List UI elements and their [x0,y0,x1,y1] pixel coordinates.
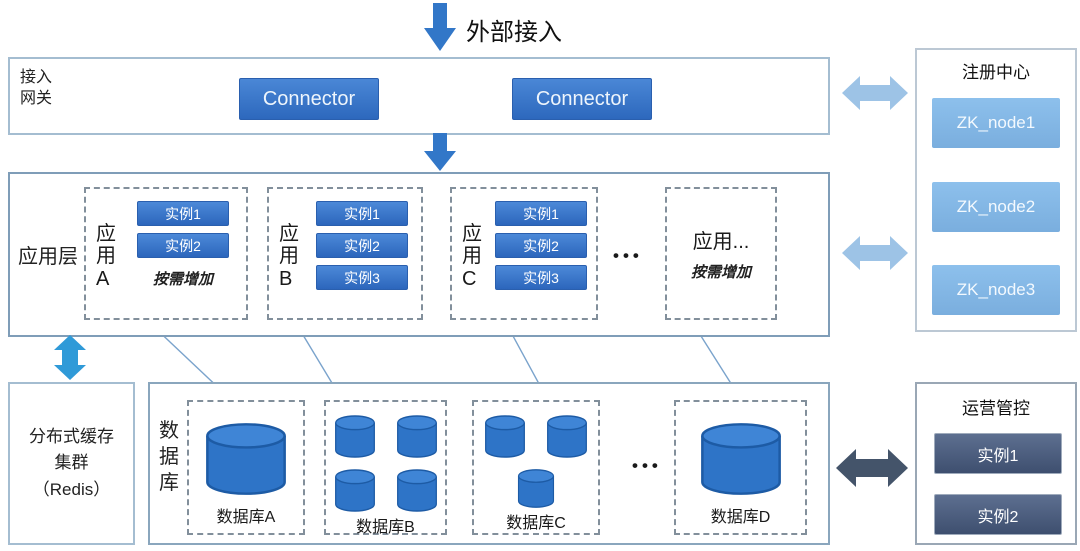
application-layer-box: 应用层 应 用 A 实例1 实例2 按需增加 应 用 B 实例1 实例2 实例3… [8,172,830,337]
database-b-box: 数据库B [324,400,447,536]
app-more-name: 应用... [692,231,750,253]
zk-node-1: ZK_node1 [932,98,1060,148]
app-registry-double-arrow-icon [842,236,908,270]
cache-cluster-label: 分布式缓存 集群 （Redis） [29,426,114,499]
database-cylinder-icon [334,415,375,458]
database-layer-box: 数 据 库 数据库A 数据库B 数据库C ••• 数据库D [148,382,830,545]
app-b-instance-3: 实例3 [316,265,408,290]
app-a-box: 应 用 A 实例1 实例2 按需增加 [84,187,248,320]
app-b-instance-1: 实例1 [316,201,408,226]
app-a-instance-1: 实例1 [137,201,229,226]
external-access-down-arrow-icon [424,3,456,51]
ops-instance-2: 实例2 [934,494,1062,535]
app-a-note: 按需增加 [152,271,213,288]
registry-center-box: 注册中心 ZK_node1 ZK_node2 ZK_node3 [915,48,1077,332]
database-ops-double-arrow-icon [836,449,908,487]
gateway-label: 接入 网关 [20,69,53,107]
ops-instance-1: 实例1 [934,433,1062,474]
app-b-name: 应 用 B [279,222,299,290]
database-c-cylinders [484,414,588,509]
app-c-instance-2: 实例2 [495,233,587,258]
gateway-registry-double-arrow-icon [842,76,908,110]
database-cylinder-icon [485,415,525,458]
cache-cluster-box: 分布式缓存 集群 （Redis） [8,382,135,545]
connector-node-1: Connector [239,78,379,120]
database-a-label: 数据库A [216,509,276,526]
app-c-instance-1: 实例1 [495,201,587,226]
database-cylinder-icon [700,422,781,495]
database-d-cylinders [699,414,783,503]
app-more-box: 应用... 按需增加 [665,187,777,320]
ops-title: 运营管控 [962,399,1030,418]
gateway-app-down-arrow-icon [424,133,456,171]
database-cylinder-icon [396,469,437,512]
app-b-instance-2: 实例2 [316,233,408,258]
database-d-box: 数据库D [674,400,807,535]
database-c-box: 数据库C [472,400,600,535]
gateway-layer-box: 接入 网关 Connector Connector [8,57,830,135]
ops-management-box: 运营管控 实例1 实例2 [915,382,1077,545]
app-c-box: 应 用 C 实例1 实例2 实例3 [450,187,598,320]
app-ellipsis: ••• [613,246,643,265]
database-ellipsis: ••• [632,456,662,475]
zk-node-2: ZK_node2 [932,182,1060,232]
database-cylinder-icon [206,422,286,495]
app-c-name: 应 用 C [462,222,482,290]
database-cylinder-icon [547,415,587,458]
app-a-instance-2: 实例2 [137,233,229,258]
database-cylinder-icon [517,469,555,508]
database-b-label: 数据库B [356,519,415,536]
external-access-label: 外部接入 [466,19,562,46]
database-a-cylinders [204,414,288,503]
database-layer-label: 数 据 库 [159,420,179,494]
database-c-label: 数据库C [506,515,566,532]
zk-node-3: ZK_node3 [932,265,1060,315]
app-b-box: 应 用 B 实例1 实例2 实例3 [267,187,423,320]
database-a-box: 数据库A [187,400,305,535]
registry-title: 注册中心 [962,63,1030,82]
database-cylinder-icon [334,469,375,512]
app-a-name: 应 用 A [96,222,116,290]
application-layer-label: 应用层 [18,246,78,268]
database-b-cylinders [334,414,438,513]
app-cache-double-arrow-icon [54,335,86,380]
app-more-note: 按需增加 [690,264,751,281]
app-c-instance-3: 实例3 [495,265,587,290]
database-d-label: 数据库D [710,509,771,526]
connector-node-2: Connector [512,78,652,120]
database-cylinder-icon [396,415,437,458]
